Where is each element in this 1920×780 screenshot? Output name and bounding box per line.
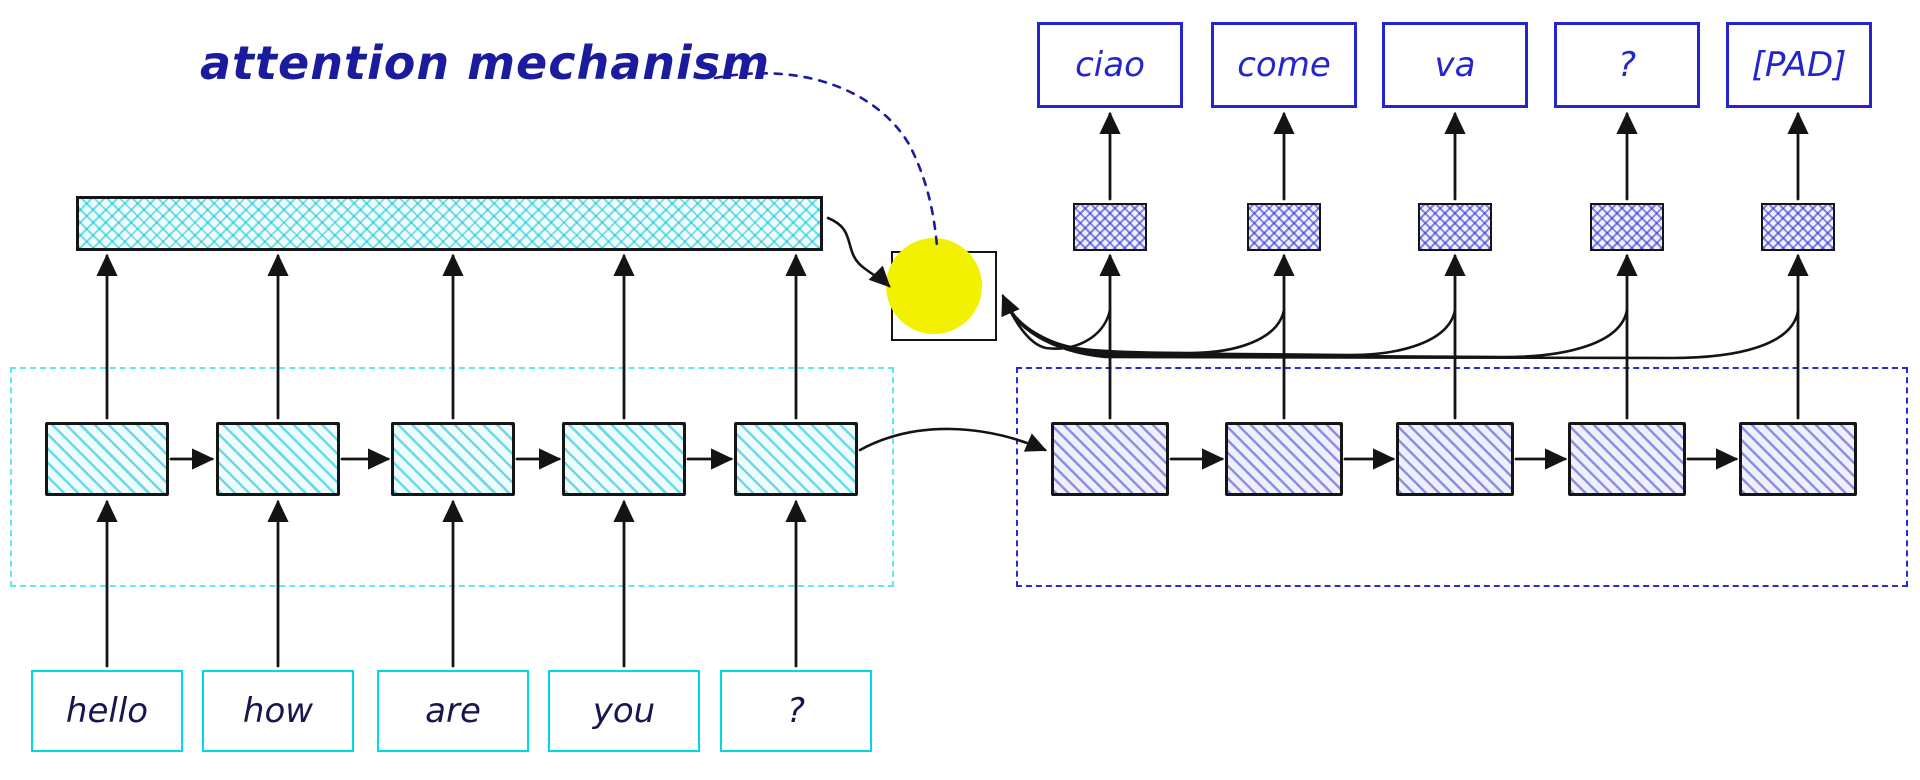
decoder-attention-curve [1001,293,1112,350]
decoder-region [1016,367,1908,587]
decoder-attention-curve [1002,297,1286,355]
decoder-to-attention-curves [1001,293,1800,360]
encoder-context-bar [76,196,823,251]
encoder-cell [391,422,515,496]
output-token: ? [1554,22,1700,108]
attention-mechanism-label: attention mechanism [200,36,771,90]
attention-output-box [1247,203,1321,251]
decoder-cell [1051,422,1169,496]
decoder-attention-curve [1003,299,1629,359]
encoder-cell [562,422,686,496]
decoder-cell [1739,422,1857,496]
context-to-attention-arrow [826,216,891,288]
decoder-cell [1225,422,1343,496]
decoder-cell [1396,422,1514,496]
decoder-attention-curve [1004,300,1800,360]
input-token: how [202,670,354,752]
attention-module-circle [886,238,982,334]
input-token: ? [720,670,872,752]
attention-output-box [1761,203,1835,251]
encoder-cell [45,422,169,496]
output-token: come [1211,22,1357,108]
output-token: ciao [1037,22,1183,108]
input-token: are [377,670,529,752]
attention-output-box [1073,203,1147,251]
attention-output-box [1590,203,1664,251]
input-token: hello [31,670,183,752]
output-token: va [1382,22,1528,108]
decoder-attention-curve [1003,298,1457,357]
input-token: you [548,670,700,752]
output-token: [PAD] [1726,22,1872,108]
encoder-cell [734,422,858,496]
attention-output-box [1418,203,1492,251]
encoder-cell [216,422,340,496]
decoder-cell [1568,422,1686,496]
